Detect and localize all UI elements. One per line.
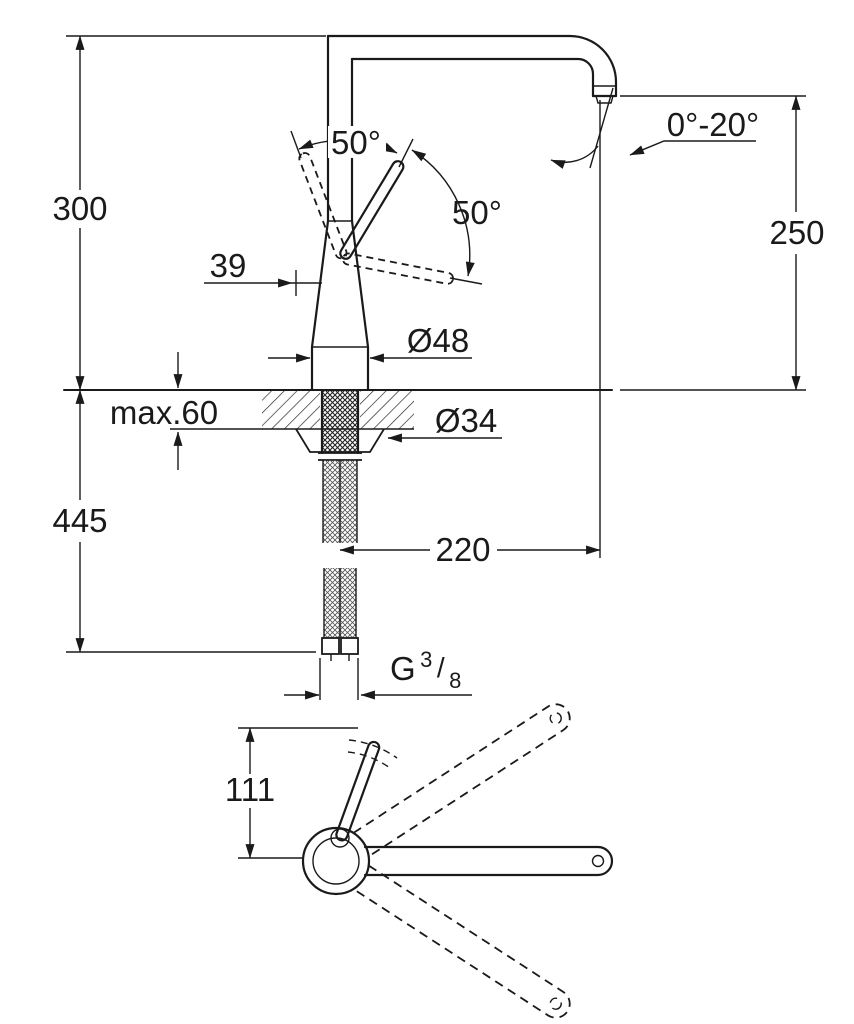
deck-hatch-left bbox=[262, 391, 320, 429]
dim-below-deck-label: 445 bbox=[52, 502, 107, 539]
thread-denominator: 8 bbox=[449, 668, 461, 693]
threaded-shank bbox=[322, 391, 358, 453]
plan-handle bbox=[330, 739, 398, 848]
dim-handle-angle-right-label: 50° bbox=[452, 194, 502, 231]
aerator-tip bbox=[595, 95, 614, 104]
plan-spout-solid bbox=[363, 845, 614, 877]
dim-plan-depth-label: 111 bbox=[225, 771, 275, 808]
countertop bbox=[63, 389, 613, 453]
faucet-body bbox=[310, 219, 370, 392]
thread-letter: G bbox=[390, 650, 416, 687]
handle-dashed-right bbox=[341, 252, 454, 285]
top-view bbox=[238, 703, 614, 1019]
dim-overall-height-label: 300 bbox=[52, 190, 107, 227]
dim-thread-size-label: G 3 / 8 bbox=[390, 647, 461, 693]
dim-handle-offset-label: 39 bbox=[210, 247, 247, 284]
dimension-lines bbox=[66, 35, 806, 700]
hose-end-left bbox=[321, 637, 340, 655]
plan-spout-dashed-up bbox=[353, 703, 571, 858]
dim-hole-diameter-label: Ø34 bbox=[435, 402, 497, 439]
thread-numerator: 3 bbox=[420, 647, 432, 672]
base-circle-outer bbox=[301, 826, 371, 896]
dim-deck-thickness-label: max.60 bbox=[110, 394, 218, 431]
dim-base-diameter-label: Ø48 bbox=[407, 322, 469, 359]
handle-lever bbox=[290, 130, 483, 285]
dim-handle-angle-left-label: 50° bbox=[331, 124, 381, 161]
plan-dimension-111 bbox=[238, 727, 358, 859]
handle-solid bbox=[339, 160, 405, 260]
dim-spout-height-label: 250 bbox=[769, 214, 824, 251]
dim-spout-reach-label: 220 bbox=[435, 531, 490, 568]
base-circle-inner bbox=[312, 837, 360, 885]
hose-end-right bbox=[340, 637, 359, 655]
handle-dashed-left bbox=[298, 152, 348, 260]
plan-spout-dashed-down bbox=[353, 864, 571, 1019]
dimension-labels: 300 445 250 0°-20° 50° 50° 39 Ø48 max.60… bbox=[52, 106, 824, 808]
dim-aerator-tilt-label: 0°-20° bbox=[667, 106, 759, 143]
thread-slash: / bbox=[437, 652, 445, 683]
deck-hatch-right bbox=[360, 391, 414, 429]
shank-and-hoses bbox=[318, 389, 362, 661]
